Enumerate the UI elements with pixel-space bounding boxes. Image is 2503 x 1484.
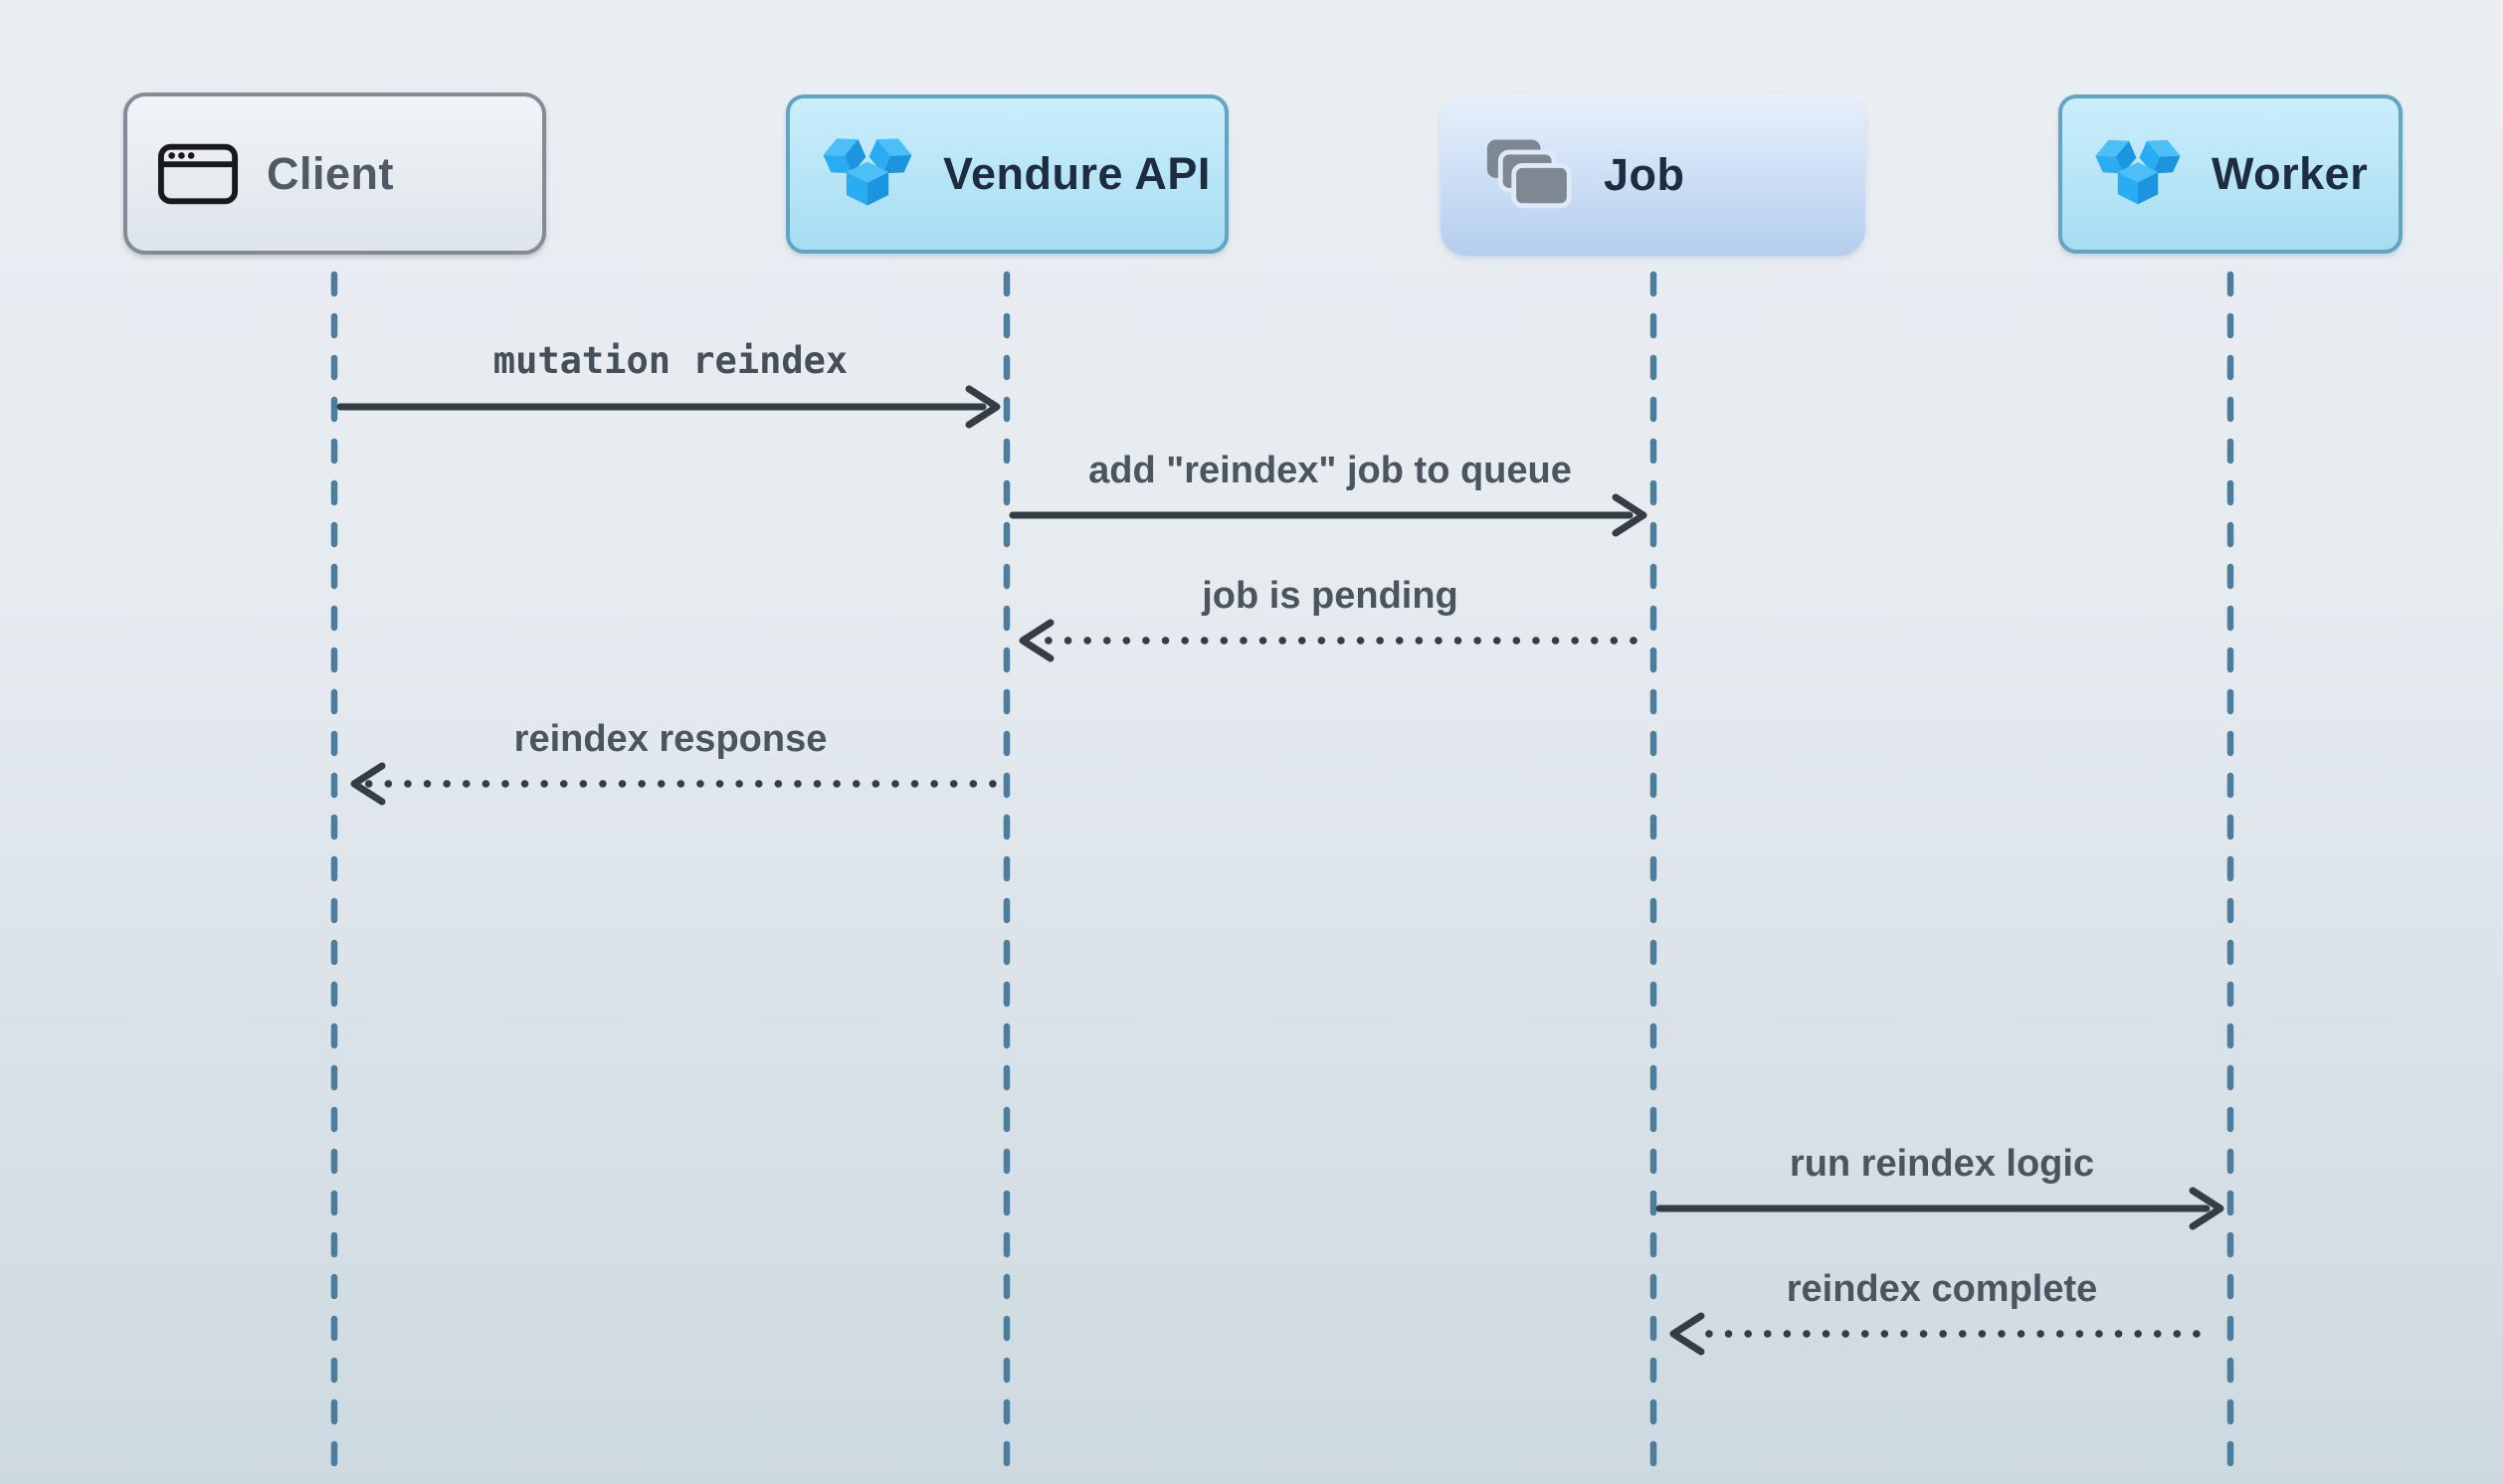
browser-window-icon: [157, 143, 239, 204]
actor-job-label: Job: [1604, 149, 1685, 200]
message-label-run-reindex-logic: run reindex logic: [1789, 1143, 2095, 1185]
message-label-reindex-response: reindex response: [513, 718, 828, 760]
message-label-reindex-complete: reindex complete: [1786, 1268, 2098, 1310]
message-label-mutation-reindex: mutation reindex: [492, 339, 849, 382]
arrow-job-is-pending: [1019, 619, 1637, 662]
arrowhead-right-icon: [1612, 493, 1647, 537]
arrowhead-right-icon: [2189, 1187, 2224, 1230]
arrow-run-reindex-logic: [1655, 1187, 2224, 1230]
actor-job: Job: [1441, 94, 1865, 256]
arrowhead-left-icon: [350, 762, 386, 806]
stacked-cards-icon: [1486, 139, 1572, 209]
message-label-job-is-pending: job is pending: [1202, 575, 1458, 617]
actor-worker: Worker: [2058, 94, 2403, 254]
vendure-logo-icon: [823, 138, 912, 206]
arrowhead-left-icon: [1019, 619, 1055, 662]
vendure-logo-icon: [2095, 139, 2181, 205]
message-label-add-job-to-queue: add "reindex" job to queue: [1088, 450, 1572, 491]
arrow-add-job-to-queue: [1009, 493, 1647, 537]
actor-client: Client: [123, 93, 546, 255]
arrow-mutation-reindex: [336, 385, 1001, 429]
arrow-reindex-complete: [1669, 1312, 2201, 1356]
actor-worker-label: Worker: [2212, 148, 2369, 199]
actor-vendure-api-label: Vendure API: [943, 148, 1211, 199]
arrowhead-left-icon: [1669, 1312, 1705, 1356]
arrow-reindex-response: [350, 762, 997, 806]
actor-client-label: Client: [267, 147, 395, 199]
actor-vendure-api: Vendure API: [786, 94, 1229, 254]
arrowhead-right-icon: [965, 385, 1001, 429]
